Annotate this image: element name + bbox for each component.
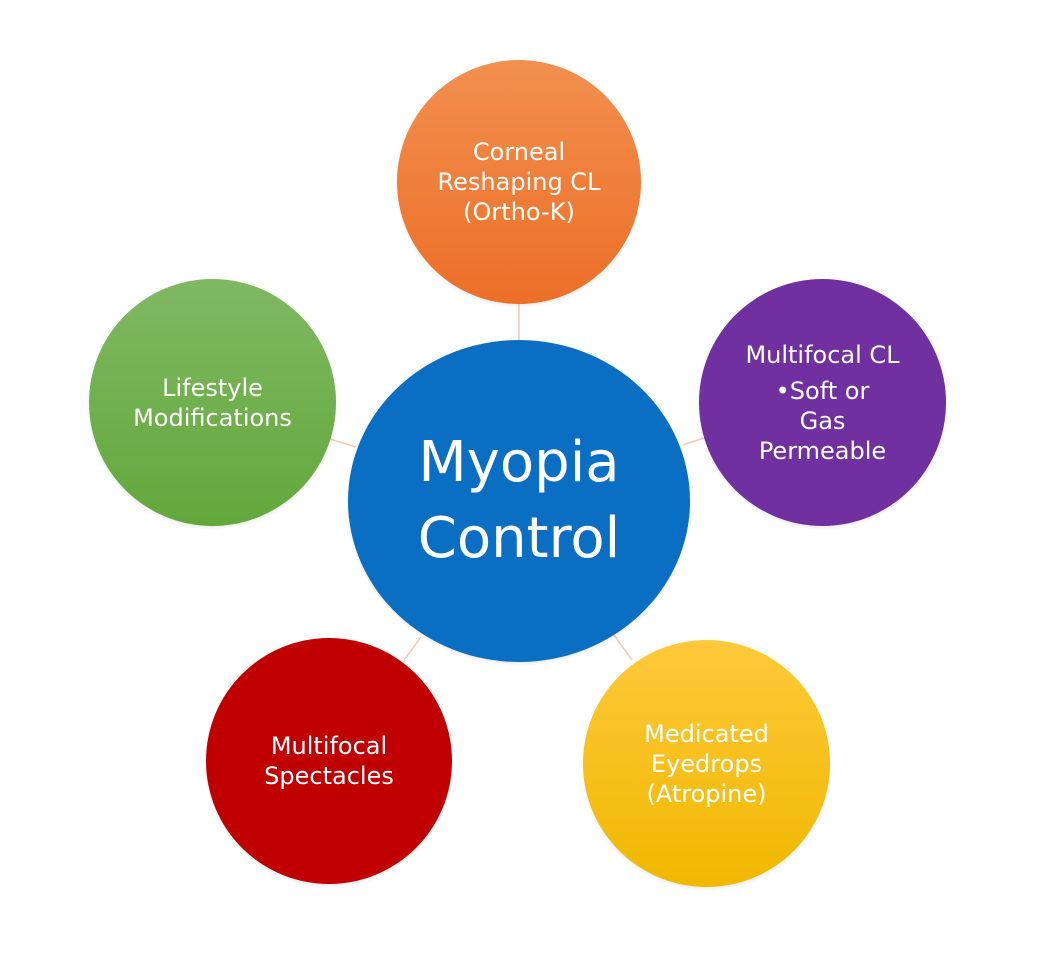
connector-right <box>682 436 708 446</box>
node-bottom-left-line2: Spectacles <box>264 762 394 790</box>
node-bottom-right-line3: (Atropine) <box>646 779 767 808</box>
connector-bottom-right <box>613 634 633 661</box>
medicated-eyedrops-node: Medicated Eyedrops (Atropine) <box>583 640 830 887</box>
node-top-line2: Reshaping CL <box>437 168 601 196</box>
node-bottom-right-line2: Eyedrops <box>650 749 763 778</box>
multifocal-cl-node: Multifocal CL •Soft or Gas Permeable <box>699 279 946 526</box>
center-title-line1: Myopia <box>418 430 620 496</box>
node-bottom-left-line1: Multifocal <box>270 732 388 760</box>
myopia-control-center-node: Myopia Control <box>348 340 690 662</box>
connector-bottom-left <box>403 636 422 661</box>
center-title-line2: Control <box>417 506 621 571</box>
node-right-bullet-line1: •Soft or Gas <box>775 376 870 435</box>
node-bottom-right-line1: Medicated <box>644 719 769 748</box>
node-top-line1: Corneal <box>472 138 566 166</box>
node-right-bullet-line2: Permeable <box>758 436 887 465</box>
node-left-line1: Lifestyle <box>162 373 263 402</box>
connector-left <box>329 438 357 448</box>
node-top-line3: (Ortho-K) <box>463 198 575 226</box>
node-right-title: Multifocal CL <box>745 340 900 369</box>
multifocal-spectacles-node: Multifocal Spectacles <box>206 638 452 884</box>
lifestyle-modifications-node: Lifestyle Modifications <box>89 279 336 526</box>
corneal-reshaping-node: Corneal Reshaping CL (Ortho-K) <box>397 60 641 304</box>
node-right-bullet: •Soft or Gas Permeable <box>699 376 946 466</box>
node-left-line2: Modifications <box>133 403 292 432</box>
